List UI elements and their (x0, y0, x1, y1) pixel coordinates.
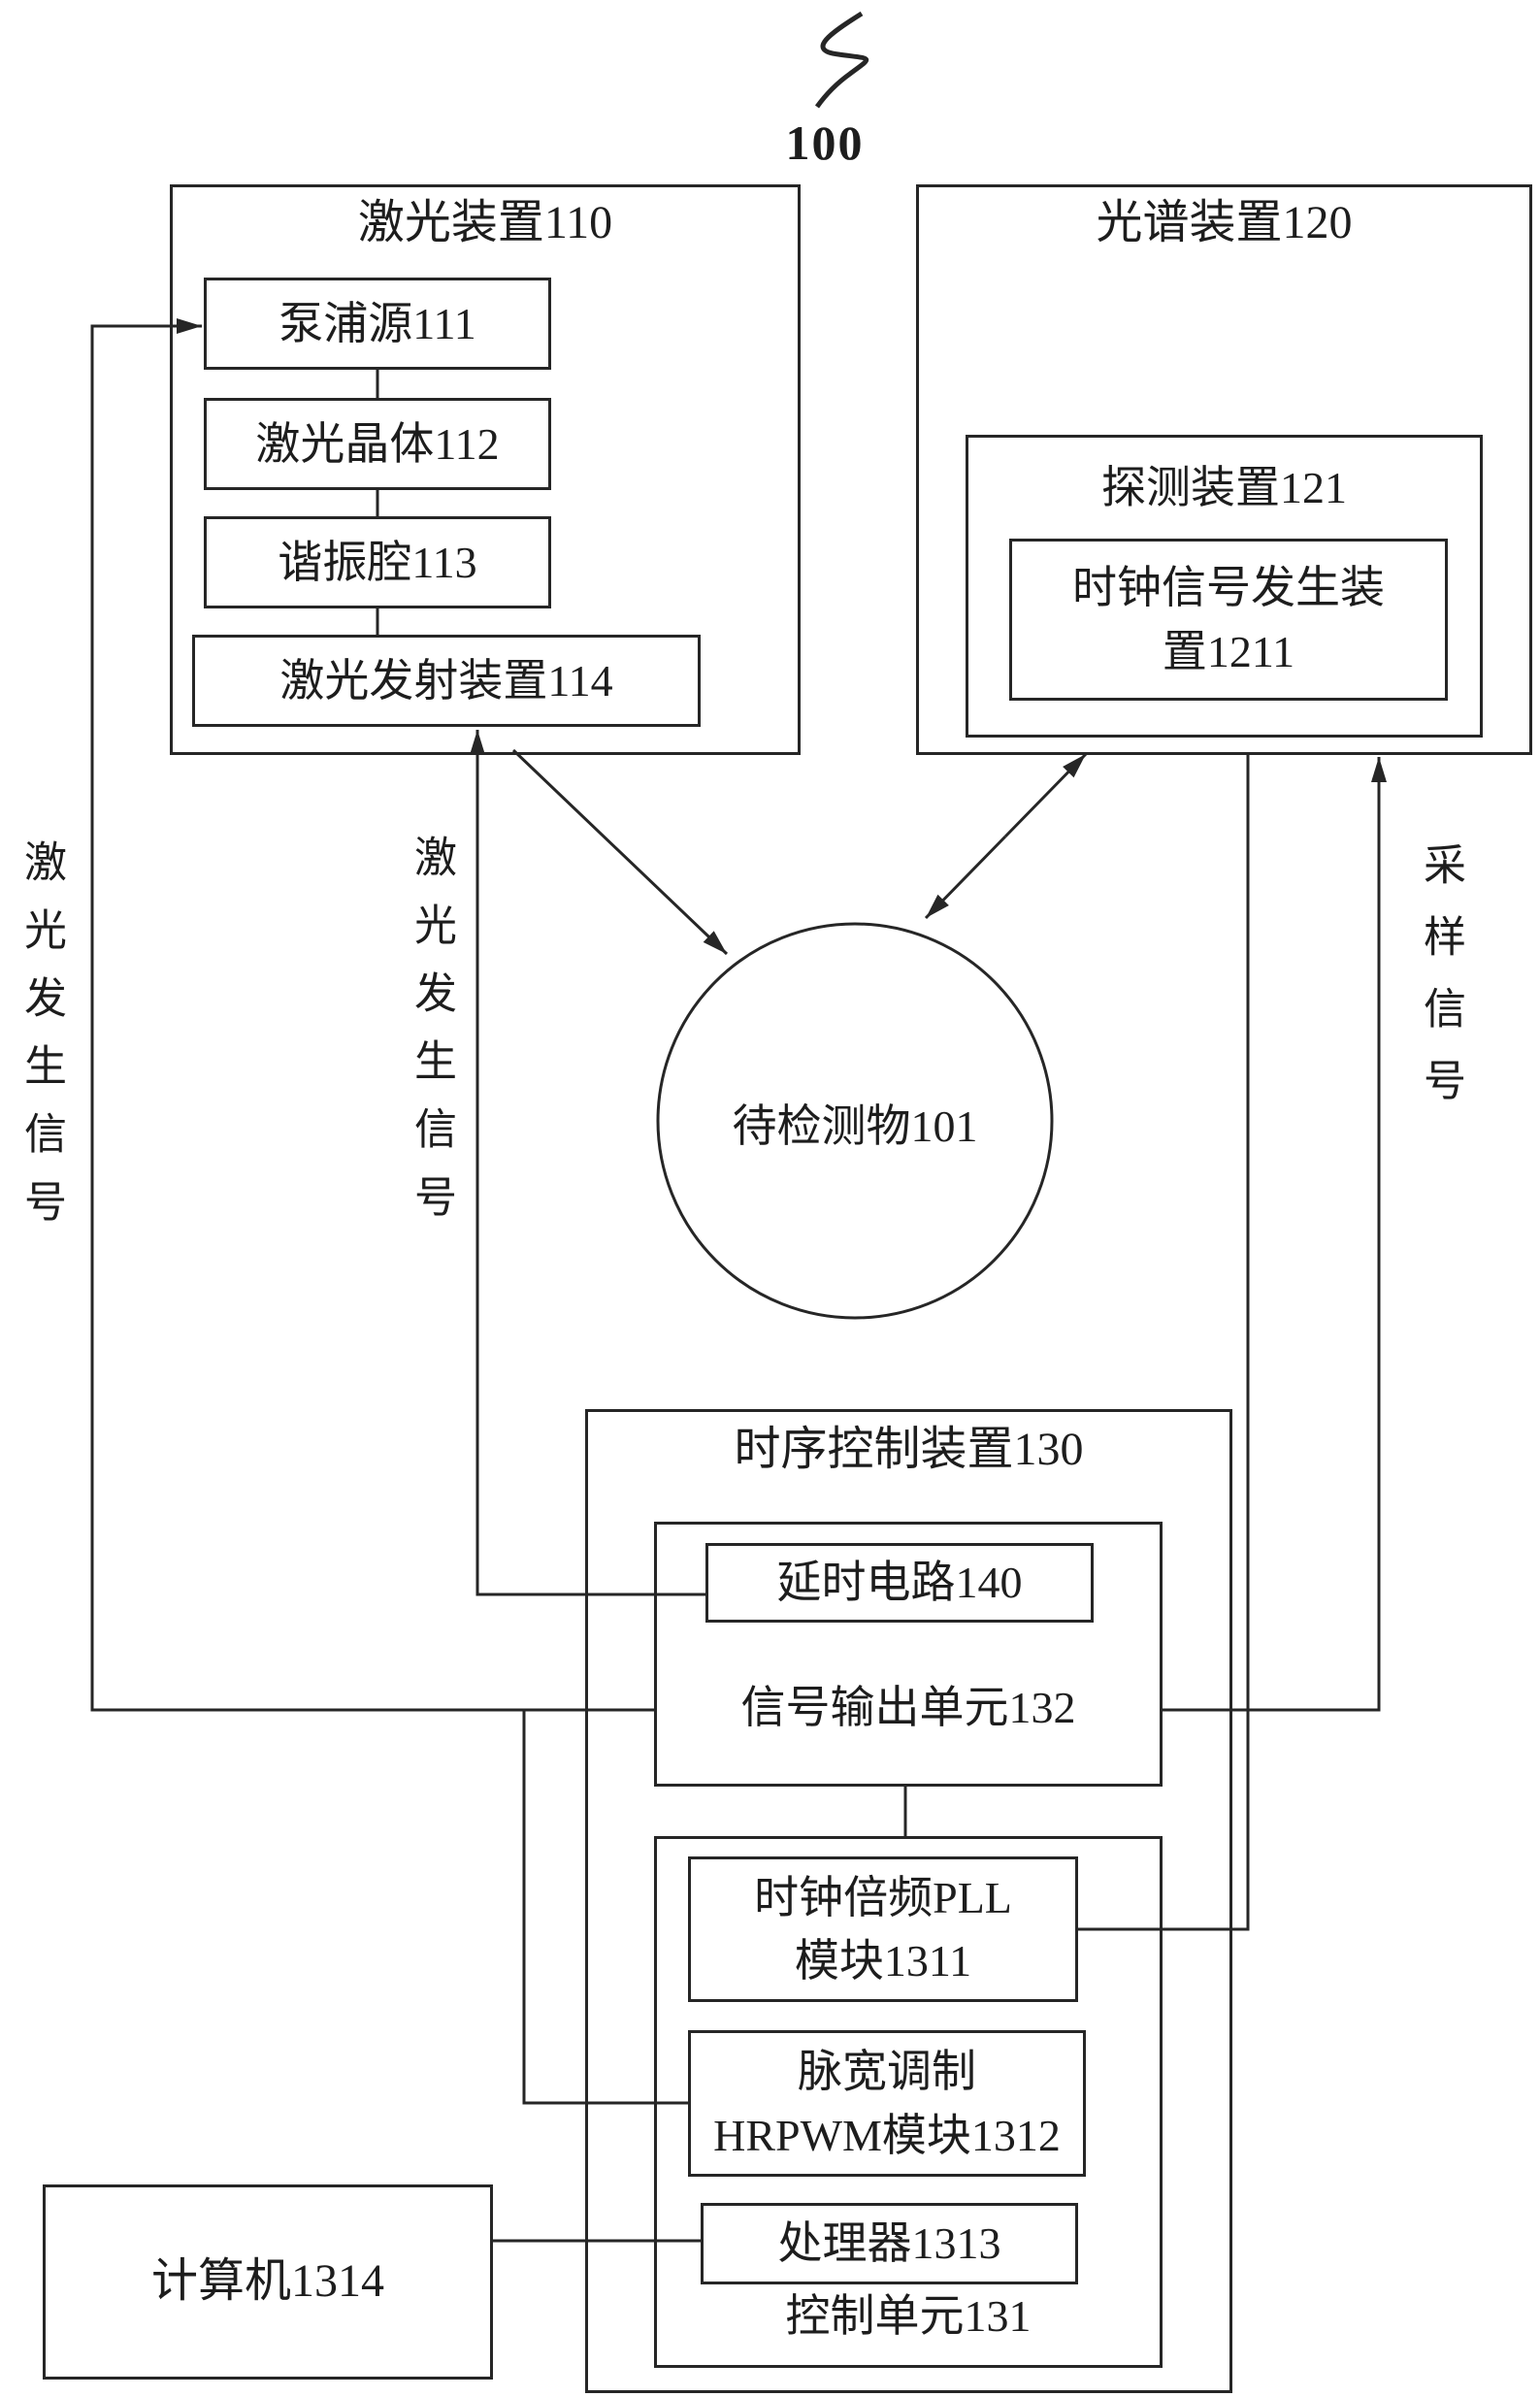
clock-generator-label-line1: 时钟信号发生装 (1072, 563, 1385, 613)
spectrum-device-title: 光谱装置120 (1096, 197, 1353, 248)
laser-crystal-box: 激光晶体112 (204, 398, 551, 490)
pump-source-label: 泵浦源111 (279, 298, 476, 348)
computer-box: 计算机1314 (43, 2184, 493, 2380)
laser-emitter-box: 激光发射装置114 (192, 635, 701, 727)
wire-spectrum-to-sample (924, 835, 1007, 920)
control-unit-label: 控制单元131 (785, 2291, 1032, 2341)
wire-laser-to-sample (511, 748, 729, 956)
sampling-signal-label: 采样信号 (1417, 842, 1464, 1130)
wire-sample-to-spectrum (1003, 752, 1088, 838)
sample-label: 待检测物101 (732, 1101, 978, 1151)
delay-circuit-label: 延时电路140 (776, 1558, 1023, 1608)
signal-output-unit-box (654, 1522, 1163, 1787)
figure-reference-squiggle (814, 11, 869, 109)
laser-generation-signal-label-middle: 激光发生信号 (408, 835, 455, 1242)
clock-generator-box: 时钟信号发生装 置1211 (1009, 539, 1448, 701)
delay-circuit-box: 延时电路140 (705, 1543, 1094, 1623)
wire-sampling-signal (1163, 757, 1387, 1712)
wire-laser-generation-signal-left (90, 318, 654, 1712)
detector-box (966, 435, 1483, 738)
signal-output-unit-label: 信号输出单元132 (740, 1683, 1076, 1732)
resonator-label: 谐振腔113 (278, 537, 477, 587)
laser-device-title: 激光装置110 (357, 197, 613, 248)
detector-title: 探测装置121 (1101, 463, 1347, 512)
wire-laser-generation-signal-middle (470, 730, 705, 1596)
figure-reference-number: 100 (785, 115, 865, 170)
processor-box: 处理器1313 (701, 2203, 1078, 2284)
resonator-box: 谐振腔113 (204, 516, 551, 608)
laser-generation-signal-label-left: 激光发生信号 (17, 839, 65, 1247)
processor-label: 处理器1313 (777, 2218, 1001, 2269)
pwm-module-label-line1: 脉宽调制 (798, 2047, 976, 2097)
pwm-module-box: 脉宽调制 HRPWM模块1312 (688, 2030, 1086, 2177)
wire-clock-to-pll (1078, 755, 1250, 1931)
pump-source-box: 泵浦源111 (204, 278, 551, 370)
laser-emitter-label: 激光发射装置114 (279, 655, 613, 706)
timing-control-device-title: 时序控制装置130 (734, 1424, 1084, 1475)
computer-label: 计算机1314 (150, 2255, 384, 2308)
laser-crystal-label: 激光晶体112 (255, 418, 500, 469)
timing-control-device-box (585, 1409, 1232, 2393)
wire-branch-to-hrpwm (522, 1710, 688, 2105)
pll-module-label-line2: 模块1311 (794, 1936, 972, 1986)
pll-module-label-line1: 时钟倍频PLL (754, 1872, 1012, 1922)
pwm-module-label-line2: HRPWM模块1312 (713, 2110, 1061, 2160)
control-unit-box (654, 1836, 1163, 2368)
laser-device-box (170, 184, 801, 755)
spectrum-device-box (916, 184, 1532, 755)
pll-module-box: 时钟倍频PLL 模块1311 (688, 1856, 1078, 2002)
sample-circle (656, 922, 1054, 1320)
clock-generator-label-line2: 置1211 (1162, 626, 1295, 676)
